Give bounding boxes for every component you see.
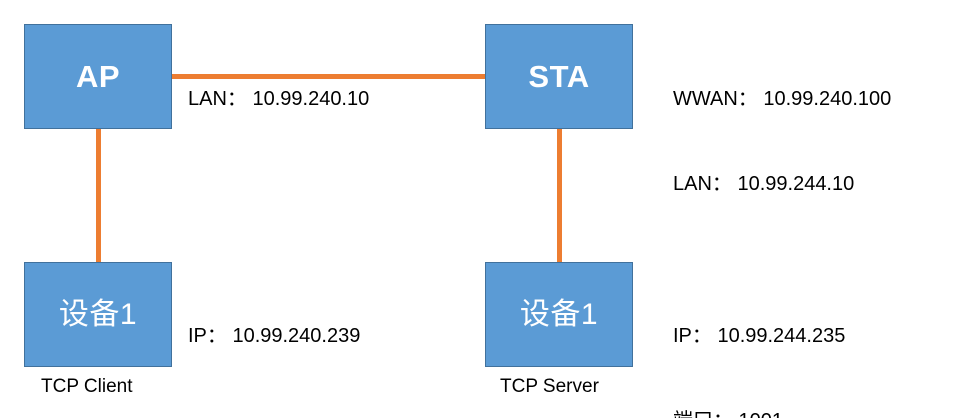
node-sta-label: STA — [528, 59, 590, 94]
annotation-sta-lan: LAN： 10.99.244.10 — [673, 172, 855, 195]
annotation-device-left-ip: IP： 10.99.240.239 — [188, 324, 361, 347]
annotation-device-right-port: 端口： 1001 — [673, 407, 845, 418]
annotation-ap-lan-line1: LAN： 10.99.240.10 — [188, 87, 370, 110]
annotation-device-right-info: IP： 10.99.244.235 端口： 1001 — [673, 265, 845, 418]
node-device-left[interactable]: 设备1 — [24, 262, 172, 367]
caption-tcp-server: TCP Server — [500, 376, 599, 397]
link-sta-device-right — [557, 127, 562, 264]
annotation-sta-wwan: WWAN： 10.99.240.100 — [673, 87, 892, 110]
caption-tcp-client: TCP Client — [41, 376, 133, 397]
link-ap-device-left — [96, 127, 101, 264]
annotation-sta-info: WWAN： 10.99.240.100 LAN： 10.99.244.10 — [673, 28, 891, 255]
node-sta[interactable]: STA — [485, 24, 633, 129]
node-device-right[interactable]: 设备1 — [485, 262, 633, 367]
node-ap[interactable]: AP — [24, 24, 172, 129]
link-ap-sta — [170, 74, 487, 79]
node-ap-label: AP — [75, 59, 121, 94]
annotation-device-right-ip: IP： 10.99.244.235 — [673, 324, 846, 347]
annotation-device-left-info: IP： 10.99.240.239 — [188, 265, 360, 407]
node-device-left-label: 设备1 — [58, 297, 138, 331]
node-device-right-label: 设备1 — [519, 297, 599, 331]
annotation-ap-lan: LAN： 10.99.240.10 — [188, 28, 369, 170]
